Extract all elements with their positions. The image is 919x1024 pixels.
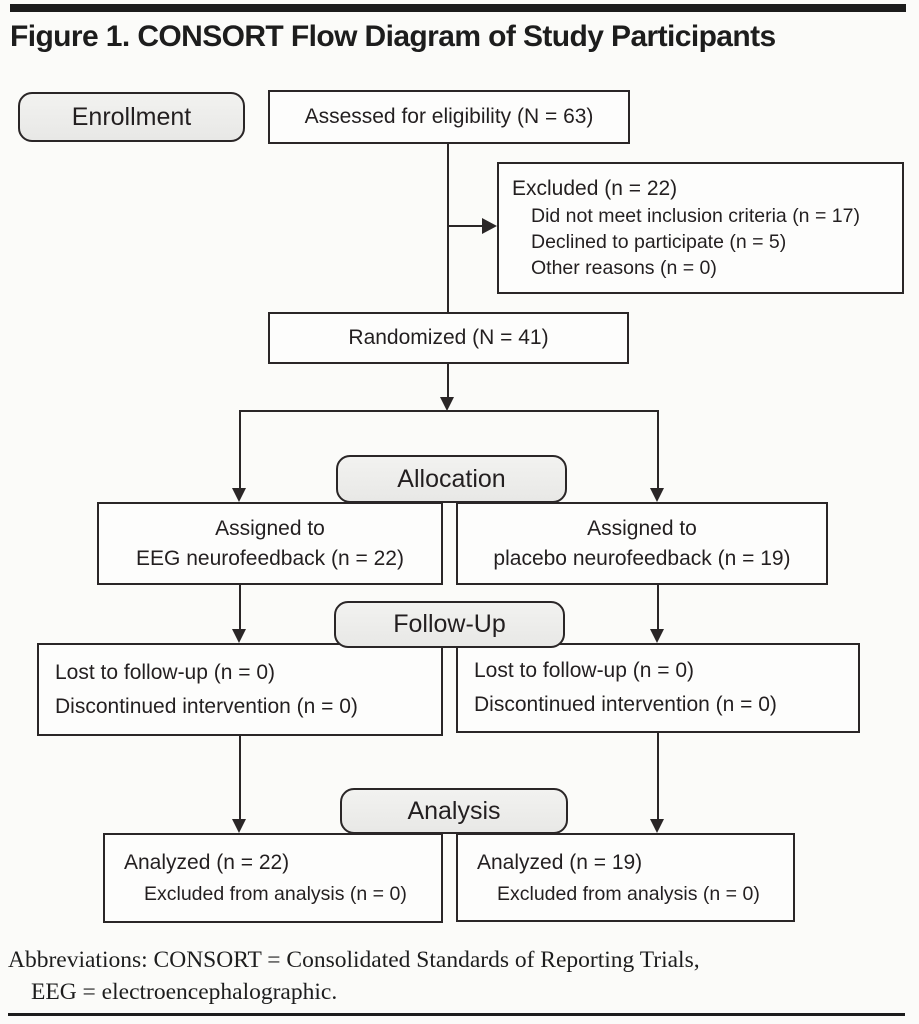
box-analyzed-eeg-line2: Excluded from analysis (n = 0) <box>144 883 407 905</box>
box-excluded: Excluded (n = 22) Did not meet inclusion… <box>497 162 904 294</box>
box-followup-placebo: Lost to follow-up (n = 0) Discontinued i… <box>456 643 860 733</box>
arrowhead-analysis-right <box>650 819 665 833</box>
box-analyzed-placebo: Analyzed (n = 19) Excluded from analysis… <box>456 833 795 922</box>
connector-followup-analysis-left <box>238 736 241 820</box>
stage-label-analysis-text: Analysis <box>407 796 501 825</box>
arrowhead-followup-right <box>650 629 665 643</box>
box-analyzed-eeg: Analyzed (n = 22) Excluded from analysis… <box>103 833 443 923</box>
box-assigned-placebo-line1: Assigned to <box>587 516 697 540</box>
arrowhead-followup-left <box>232 629 247 643</box>
box-assessed: Assessed for eligibility (N = 63) <box>268 90 630 144</box>
stage-label-enrollment: Enrollment <box>18 92 245 142</box>
stage-label-analysis: Analysis <box>340 788 568 834</box>
box-randomized-text: Randomized (N = 41) <box>348 326 549 349</box>
figure-title: Figure 1. CONSORT Flow Diagram of Study … <box>10 20 776 53</box>
box-analyzed-placebo-line1: Analyzed (n = 19) <box>477 850 643 874</box>
arrowhead-analysis-left <box>232 819 247 833</box>
box-assigned-eeg-line2: EEG neurofeedback (n = 22) <box>136 546 404 570</box>
connector-assessed-randomized <box>446 144 449 313</box>
box-analyzed-eeg-line1: Analyzed (n = 22) <box>124 851 290 874</box>
box-followup-placebo-line2: Discontinued intervention (n = 0) <box>474 693 777 716</box>
abbreviations-line1: Abbreviations: CONSORT = Consolidated St… <box>8 947 700 973</box>
connector-excluded <box>446 224 484 227</box>
top-rule <box>10 4 906 12</box>
stage-label-followup: Follow-Up <box>334 601 565 648</box>
box-followup-placebo-line1: Lost to follow-up (n = 0) <box>474 659 695 682</box>
box-excluded-title: Excluded (n = 22) <box>512 177 678 200</box>
box-excluded-item: Declined to participate (n = 5) <box>531 231 787 253</box>
box-followup-eeg: Lost to follow-up (n = 0) Discontinued i… <box>37 643 443 736</box>
arrowhead-branch <box>440 397 455 411</box>
box-excluded-item: Did not meet inclusion criteria (n = 17) <box>531 205 860 227</box>
connector-randomized-branch <box>446 364 449 398</box>
connector-branch-assigned-left <box>238 409 241 489</box>
box-assigned-eeg-line1: Assigned to <box>215 516 325 540</box>
box-assessed-text: Assessed for eligibility (N = 63) <box>304 105 594 128</box>
abbreviations-note: Abbreviations: CONSORT = Consolidated St… <box>8 944 908 1008</box>
connector-assigned-followup-right <box>656 585 659 630</box>
connector-branch-assigned-right <box>656 409 659 489</box>
stage-label-enrollment-text: Enrollment <box>71 102 192 131</box>
stage-label-followup-text: Follow-Up <box>393 610 506 638</box>
box-followup-eeg-line1: Lost to follow-up (n = 0) <box>55 660 276 684</box>
connector-followup-analysis-right <box>656 733 659 820</box>
branch-line <box>238 409 659 412</box>
box-assigned-eeg: Assigned to EEG neurofeedback (n = 22) <box>97 502 443 585</box>
box-followup-eeg-line2: Discontinued intervention (n = 0) <box>55 694 358 718</box>
bottom-rule <box>8 1013 905 1016</box>
box-excluded-item: Other reasons (n = 0) <box>531 257 717 279</box>
connector-assigned-followup-left <box>238 585 241 630</box>
box-assigned-placebo: Assigned to placebo neurofeedback (n = 1… <box>456 502 828 585</box>
arrowhead-assigned-left <box>232 488 247 502</box>
abbreviations-line2: EEG = electroencephalographic. <box>31 979 338 1005</box>
box-assigned-placebo-line2: placebo neurofeedback (n = 19) <box>493 546 791 570</box>
box-randomized: Randomized (N = 41) <box>268 312 629 364</box>
stage-label-allocation-text: Allocation <box>397 464 506 493</box>
box-analyzed-placebo-line2: Excluded from analysis (n = 0) <box>497 882 760 905</box>
stage-label-allocation: Allocation <box>336 455 567 503</box>
arrowhead-assigned-right <box>650 488 665 502</box>
arrowhead-excluded <box>482 217 497 234</box>
